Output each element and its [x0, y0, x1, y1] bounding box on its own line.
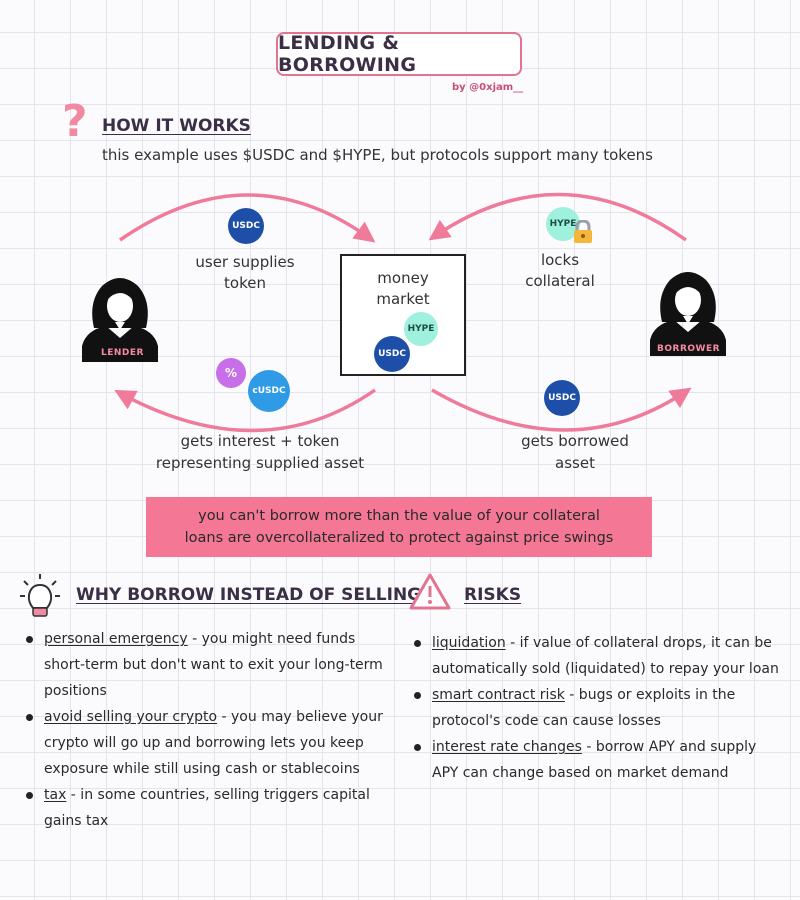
banner-line1: you can't borrow more than the value of … — [198, 508, 600, 524]
borrowed-arrow — [431, 387, 692, 432]
list-item-text: - if value of collateral drops, it can b… — [432, 635, 779, 677]
list-item-term: personal emergency — [44, 631, 188, 647]
collateral-label-line2: collateral — [525, 272, 595, 290]
list-item-text: - borrow APY and supply APY can change b… — [432, 739, 757, 781]
hype-token-icon: HYPE — [404, 312, 438, 346]
supply-label-line2: token — [224, 274, 266, 292]
list-item: avoid selling your crypto - you may beli… — [24, 704, 384, 782]
borrowed-label-line2: asset — [555, 454, 595, 472]
list-item-text: - in some countries, selling triggers ca… — [44, 787, 370, 829]
supply-arrow — [119, 193, 376, 243]
banner-line2: loans are overcollateralized to protect … — [184, 530, 614, 546]
borrowed-label-line1: gets borrowed — [521, 432, 629, 450]
list-item-term: interest rate changes — [432, 739, 582, 755]
list-item-term: liquidation — [432, 635, 506, 651]
risks-list: liquidation - if value of collateral dro… — [412, 630, 782, 786]
list-item-text: - you might need funds short-term but do… — [44, 631, 383, 699]
list-item-text: - you may believe your crypto will go up… — [44, 709, 383, 777]
money-market-label-line2: market — [376, 290, 430, 308]
question-mark-icon: ? — [62, 96, 88, 147]
collateral-label-line1: locks — [540, 251, 580, 269]
overcollateral-banner: you can't borrow more than the value of … — [146, 497, 652, 557]
lender-label: LENDER — [101, 348, 144, 358]
usdc-token-icon: USDC — [544, 380, 580, 416]
list-item: tax - in some countries, selling trigger… — [24, 782, 384, 834]
cusdc-token-icon: cUSDC — [248, 370, 290, 412]
usdc-token-icon: USDC — [374, 336, 410, 372]
warning-icon — [409, 573, 451, 610]
lender-avatar-icon — [82, 278, 158, 362]
flow-arrows — [114, 192, 692, 433]
list-item: smart contract risk - bugs or exploits i… — [412, 682, 782, 734]
supply-label-line1: user supplies — [195, 253, 295, 271]
author-byline: by @0xjam__ — [452, 82, 524, 93]
interest-label-line2: representing supplied asset — [155, 454, 365, 472]
interest-arrow — [114, 388, 376, 433]
lock-icon — [574, 220, 592, 243]
collateral-arrow — [428, 192, 688, 242]
list-item-term: tax — [44, 787, 67, 803]
list-item: liquidation - if value of collateral dro… — [412, 630, 782, 682]
why-borrow-heading: WHY BORROW INSTEAD OF SELLING? — [76, 585, 431, 605]
money-market-label-line1: money — [377, 269, 429, 287]
list-item-term: avoid selling your crypto — [44, 709, 218, 725]
list-item-term: smart contract risk — [432, 687, 565, 703]
list-item: interest rate changes - borrow APY and s… — [412, 734, 782, 786]
borrower-label: BORROWER — [657, 344, 721, 354]
interest-label-line1: gets interest + token — [180, 432, 340, 450]
lightbulb-icon — [20, 574, 60, 617]
how-it-works-subtitle: this example uses $USDC and $HYPE, but p… — [102, 146, 653, 164]
how-it-works-heading: HOW IT WORKS — [102, 116, 251, 136]
risks-heading: RISKS — [464, 585, 522, 605]
borrower-avatar-icon — [650, 272, 726, 356]
list-item-text: - bugs or exploits in the protocol's cod… — [432, 687, 736, 729]
list-item: personal emergency - you might need fund… — [24, 626, 384, 704]
why-borrow-list: personal emergency - you might need fund… — [24, 626, 384, 834]
page-title-box: LENDING & BORROWING — [276, 32, 522, 76]
percent-icon: % — [216, 358, 246, 388]
page-title: LENDING & BORROWING — [278, 32, 417, 76]
usdc-token-icon: USDC — [228, 208, 264, 244]
